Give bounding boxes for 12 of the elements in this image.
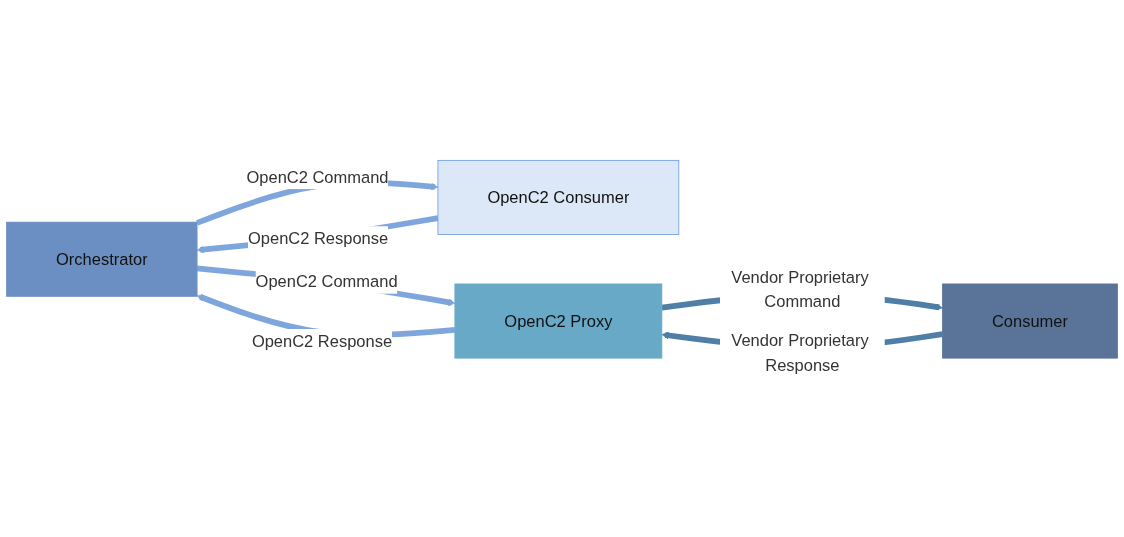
- node-box: OpenC2 Proxy: [454, 283, 663, 359]
- edge-label: OpenC2 Command: [246, 167, 389, 186]
- arrow: [196, 264, 456, 306]
- edge-label: Vendor Proprietary Response: [731, 331, 869, 374]
- edge-label: OpenC2 Response: [248, 228, 389, 248]
- node-box: Consumer: [942, 283, 1118, 359]
- node-box: OpenC2 Consumer: [437, 159, 680, 235]
- node-box: Orchestrator: [6, 221, 198, 297]
- arrow: [196, 214, 439, 253]
- edge-label: OpenC2 Command: [255, 271, 398, 290]
- edge-label: OpenC2 Response: [251, 331, 393, 350]
- edge-label: Vendor Proprietary Command: [731, 267, 869, 311]
